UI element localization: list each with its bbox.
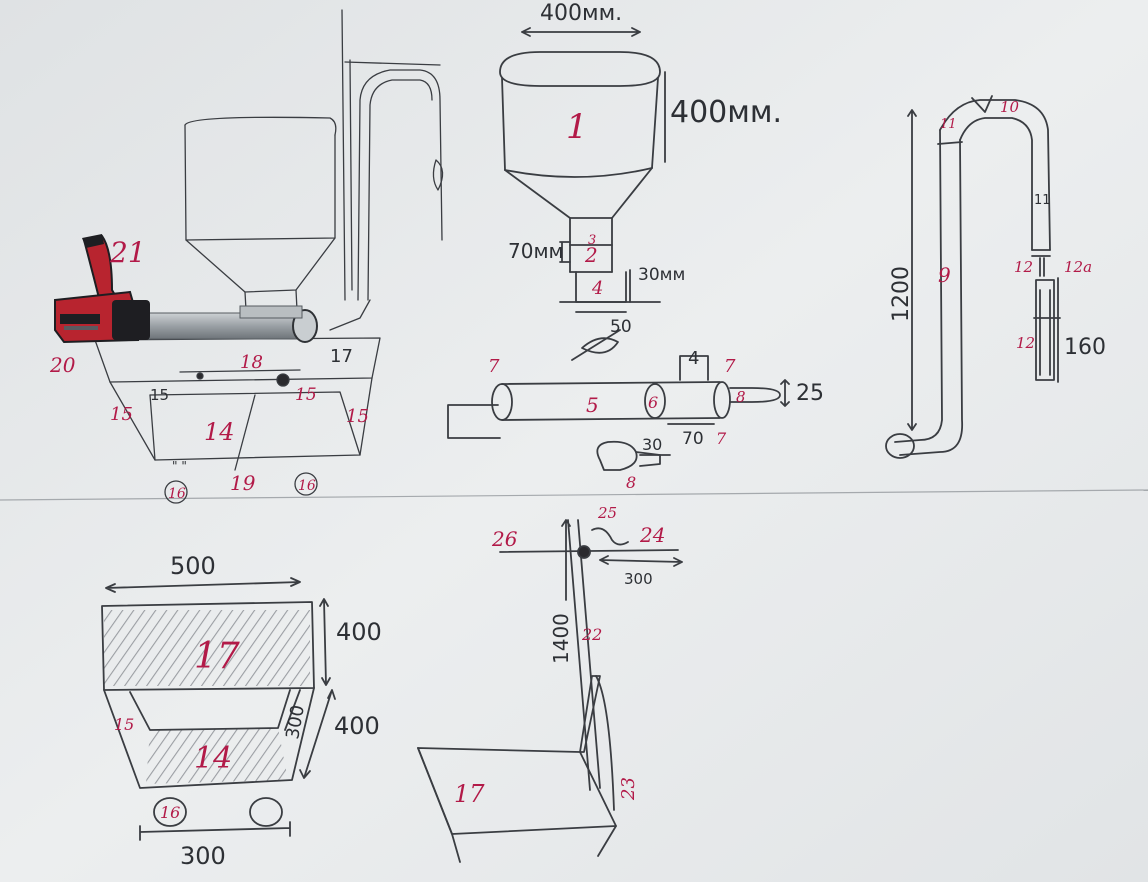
label-2: 2 bbox=[584, 243, 598, 267]
dim-neck-70: 70мм bbox=[508, 239, 564, 263]
label-15-bin: 15 bbox=[114, 715, 134, 734]
label-10: 10 bbox=[1000, 98, 1020, 116]
label-8-b: 8 bbox=[626, 473, 636, 492]
label-24: 24 bbox=[639, 523, 665, 547]
label-15-b: 15 bbox=[150, 386, 169, 404]
label-8-a: 8 bbox=[736, 388, 746, 406]
dim-h1200: 1200 bbox=[889, 266, 914, 322]
bin-detail-sketch bbox=[101, 577, 336, 841]
label-16-a: 16 bbox=[168, 486, 186, 502]
label-16-bin: 16 bbox=[160, 803, 180, 822]
label-15-c: 15 bbox=[295, 385, 317, 405]
dim-h400-bottom: 400 bbox=[334, 712, 380, 740]
label-22: 22 bbox=[581, 625, 602, 644]
dim-d30: 30 bbox=[642, 435, 662, 454]
dim-h400-top: 400 bbox=[336, 618, 382, 646]
label-19: 19 bbox=[230, 471, 256, 495]
label-25: 25 bbox=[597, 504, 617, 522]
label-16-b: 16 bbox=[298, 478, 316, 494]
label-11-a: 11 bbox=[940, 117, 957, 132]
label-12a: 12a bbox=[1064, 258, 1092, 276]
mast-detail-sketch bbox=[417, 519, 683, 863]
label-4: 4 bbox=[591, 278, 603, 299]
dim-w300: 300 bbox=[180, 842, 226, 870]
dim-h160: 160 bbox=[1064, 335, 1106, 360]
assembled-machine-sketch bbox=[94, 9, 444, 504]
label-14: 14 bbox=[204, 418, 235, 446]
dim-hopper-height: 400мм. bbox=[670, 95, 782, 130]
wheel-tick-marks: " " bbox=[172, 459, 187, 473]
label-26: 26 bbox=[491, 527, 518, 551]
label-15-d: 15 bbox=[346, 406, 369, 427]
dim-d25: 25 bbox=[796, 381, 824, 406]
dim-w500: 500 bbox=[170, 552, 216, 580]
label-17-top: 17 bbox=[330, 346, 353, 367]
assembled-machine-labels: 21 20 18 17 15 15 15 15 14 19 16 16 " " bbox=[49, 236, 369, 502]
label-1: 1 bbox=[566, 107, 588, 147]
label-18: 18 bbox=[240, 352, 263, 373]
label-20: 20 bbox=[49, 353, 76, 377]
auger-tube-detail-labels: 7 5 6 4 7 8 7 8 25 30 70 bbox=[488, 348, 824, 492]
label-23: 23 bbox=[618, 777, 639, 801]
label-15-a: 15 bbox=[110, 404, 133, 425]
label-12: 12 bbox=[1014, 258, 1033, 276]
label-14-bin: 14 bbox=[194, 741, 232, 776]
elevator-pipe-sketch bbox=[885, 95, 1061, 459]
bin-detail-labels: 17 14 15 16 500 400 400 300 300 bbox=[114, 552, 382, 870]
label-21: 21 bbox=[109, 236, 146, 269]
label-9: 9 bbox=[938, 263, 951, 287]
sheet-fold-line bbox=[0, 489, 1148, 501]
hopper-detail-labels: 1 2 3 4 400мм. 400мм. 70мм 30мм 50 bbox=[508, 1, 782, 337]
label-4-b: 4 bbox=[688, 348, 699, 369]
label-3: 3 bbox=[588, 233, 596, 248]
auger-flange bbox=[239, 305, 303, 319]
dim-d70: 70 bbox=[682, 429, 704, 449]
hopper-detail-sketch bbox=[499, 27, 666, 361]
dim-hopper-width: 400мм. bbox=[540, 1, 622, 26]
auger-tube-detail-sketch bbox=[447, 355, 790, 471]
label-12-b: 12 bbox=[1016, 334, 1035, 352]
electric-drill-icon bbox=[54, 234, 150, 344]
dim-h1400: 1400 bbox=[549, 613, 573, 664]
dim-d50: 50 bbox=[610, 317, 632, 337]
label-7-c: 7 bbox=[716, 429, 727, 448]
label-7-b: 7 bbox=[724, 356, 736, 377]
label-5: 5 bbox=[586, 393, 599, 417]
bin-bottom-hatch bbox=[146, 728, 288, 784]
label-17-bin: 17 bbox=[194, 636, 240, 677]
dim-w300-mast: 300 bbox=[624, 570, 653, 588]
label-7-a: 7 bbox=[488, 356, 500, 377]
dim-neck-30: 30мм bbox=[638, 265, 685, 285]
mast-detail-labels: 25 26 24 22 23 17 1400 300 bbox=[454, 504, 665, 808]
label-11-b: 11 bbox=[1034, 193, 1051, 208]
elevator-pipe-labels: 10 11 11 9 12 12a 12 1200 160 bbox=[889, 98, 1106, 360]
bin-top-hatch bbox=[104, 610, 310, 686]
label-6: 6 bbox=[648, 393, 658, 412]
label-17-base: 17 bbox=[454, 780, 485, 808]
